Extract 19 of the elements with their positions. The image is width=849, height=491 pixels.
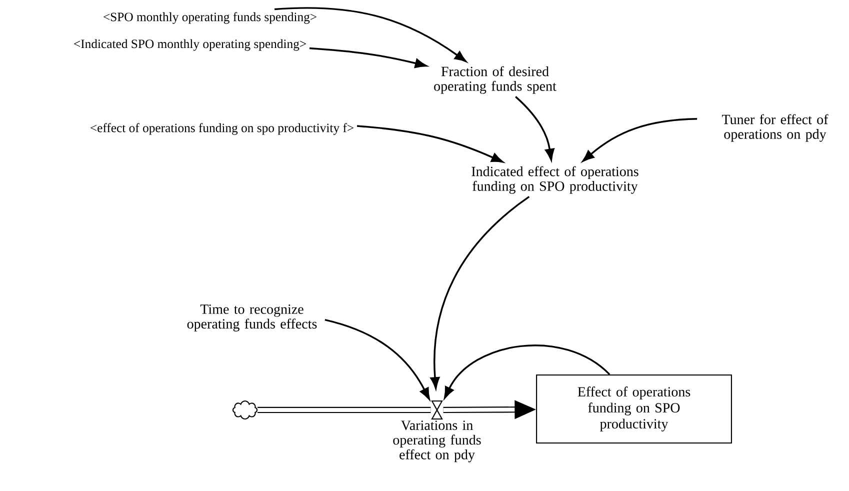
arrow <box>430 196 530 389</box>
variable-name: Time to recognize operating funds effects <box>187 304 317 332</box>
flow-pipe <box>258 406 431 414</box>
arrow <box>274 7 466 62</box>
arrow <box>309 47 427 68</box>
variable-name: Fraction of desired operating funds spent <box>434 66 556 94</box>
arrow <box>515 96 554 161</box>
arrow <box>356 125 504 163</box>
shadow-variable: <SPO monthly operating funds spending> <box>104 12 316 24</box>
shadow-variable: <effect of operations funding on spo productivity f> <box>90 123 354 135</box>
arrow <box>324 318 430 400</box>
variable-name: Indicated effect of operations funding on SPO productivity <box>472 166 638 194</box>
variable-name: Tuner for effect of operations on pdy <box>722 114 828 142</box>
arrow <box>444 344 610 399</box>
flow-label: Variations in operating funds effect on pdy <box>393 420 481 462</box>
arrow <box>582 118 698 162</box>
shadow-variable: <Indicated SPO monthly operating spending> <box>74 39 306 51</box>
cloud-symbol <box>232 400 258 420</box>
stock-box: Effect of operations funding on SPO productivity <box>536 374 732 444</box>
